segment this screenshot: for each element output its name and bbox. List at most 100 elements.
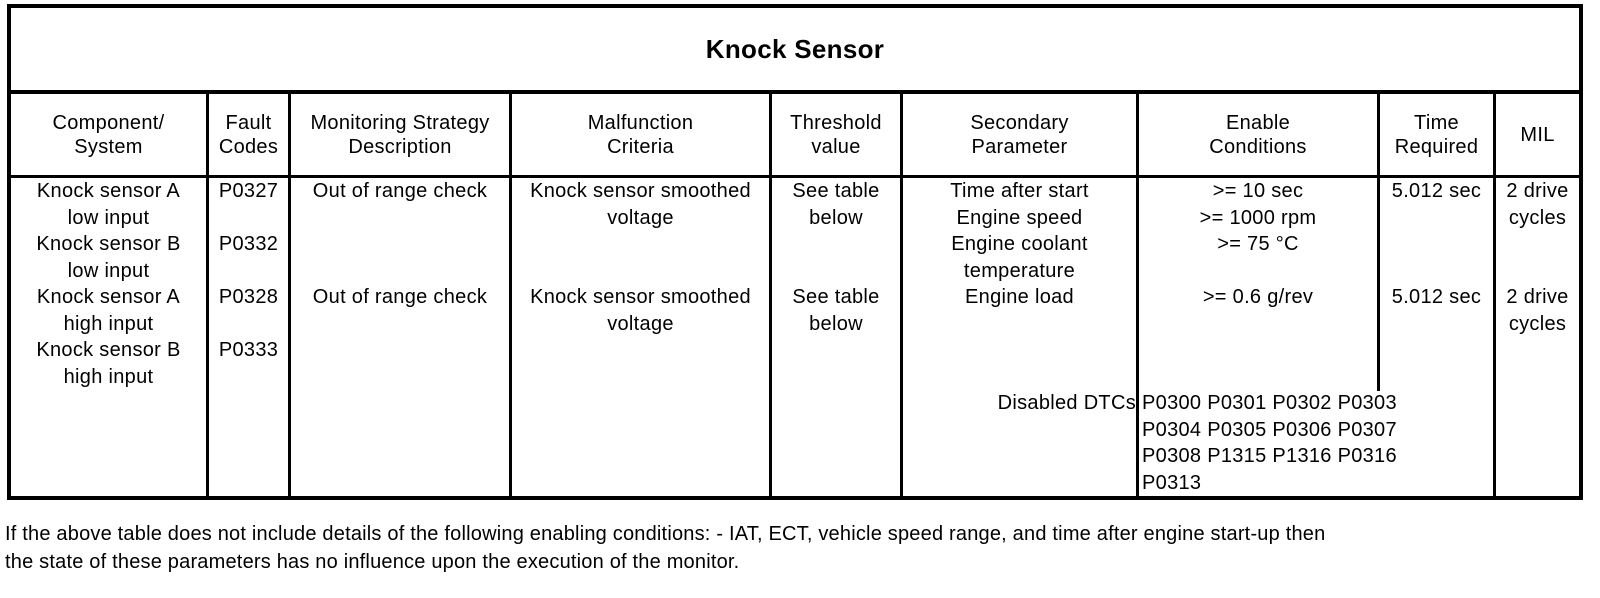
disabled-dtcs-label: Disabled DTCs xyxy=(997,392,1136,414)
column-divider-2 xyxy=(288,94,291,496)
header-line: Required xyxy=(1394,135,1479,158)
cell-line: Time after start xyxy=(950,180,1089,202)
table-title: Knock Sensor xyxy=(705,33,885,64)
cell-line: high input xyxy=(63,312,154,335)
cell-line xyxy=(903,364,1136,391)
cell-line: 5.012 sec xyxy=(1391,180,1482,202)
cell-line: voltage xyxy=(607,312,674,335)
dtc-line: P0313 xyxy=(1142,471,1202,494)
column-divider-8 xyxy=(1493,94,1496,496)
cell-line xyxy=(291,205,509,232)
column-time-required: 5.012 sec 5.012 sec xyxy=(1380,178,1493,311)
header-line: Time xyxy=(1414,111,1459,134)
header-line: value xyxy=(811,135,861,158)
cell-line xyxy=(209,258,288,285)
title-separator xyxy=(11,90,1579,94)
header-line: Secondary xyxy=(970,111,1069,134)
cell-line xyxy=(1139,258,1377,285)
header-fault-codes: Fault Codes xyxy=(209,94,288,175)
cell-line xyxy=(903,337,1136,364)
cell-line: low input xyxy=(67,259,150,282)
header-line: System xyxy=(74,135,143,158)
header-secondary-parameter: Secondary Parameter xyxy=(903,94,1136,175)
header-line: Monitoring Strategy xyxy=(310,111,490,134)
header-line: MIL xyxy=(1520,123,1555,146)
cell-line: P0328 xyxy=(218,286,279,308)
footer-note: If the above table does not include deta… xyxy=(5,520,1597,576)
cell-line: Engine speed xyxy=(956,206,1083,229)
dtc-line: P0308 P1315 P1316 P0316 xyxy=(1142,445,1397,467)
header-line: Parameter xyxy=(971,135,1068,158)
column-fault-codes: P0327 P0332 P0328 P0333 xyxy=(209,178,288,364)
column-component-system: Knock sensor A low input Knock sensor B … xyxy=(11,178,206,390)
footer-note-line1: If the above table does not include deta… xyxy=(5,523,1326,545)
cell-line: Knock sensor smoothed xyxy=(530,286,751,308)
header-line: Enable xyxy=(1225,111,1291,134)
cell-line: Knock sensor B xyxy=(36,233,181,255)
cell-line: cycles xyxy=(1508,206,1567,229)
dtc-line: P0304 P0305 P0306 P0307 xyxy=(1142,418,1397,441)
cell-line: temperature xyxy=(963,259,1076,282)
column-divider-5 xyxy=(900,94,903,496)
knock-sensor-table: Knock Sensor Component/ System Fault Cod… xyxy=(7,4,1583,500)
cell-line xyxy=(209,205,288,232)
cell-line xyxy=(1380,258,1493,285)
cell-line: >= 1000 rpm xyxy=(1199,206,1317,229)
dtc-line: P0300 P0301 P0302 P0303 xyxy=(1142,392,1397,414)
header-line: Criteria xyxy=(607,135,674,158)
header-line: Threshold xyxy=(790,111,882,134)
cell-line xyxy=(512,231,769,258)
header-threshold-value: Threshold value xyxy=(772,94,900,175)
header-line: Description xyxy=(348,135,452,158)
cell-line: >= 10 sec xyxy=(1212,180,1304,202)
cell-line: voltage xyxy=(607,206,674,229)
cell-line: Knock sensor smoothed xyxy=(530,180,751,202)
cell-line: See table xyxy=(792,180,880,202)
table-title-row: Knock Sensor xyxy=(11,8,1579,90)
cell-line: Engine load xyxy=(965,286,1074,308)
cell-line: low input xyxy=(67,206,150,229)
cell-line: 2 drive xyxy=(1506,180,1569,202)
column-divider-3 xyxy=(509,94,512,496)
column-divider-6 xyxy=(1136,94,1139,496)
cell-line xyxy=(1380,231,1493,258)
cell-line xyxy=(772,231,900,258)
cell-line: Out of range check xyxy=(312,286,488,308)
column-divider-1 xyxy=(206,94,209,496)
cell-line: 2 drive xyxy=(1506,286,1569,308)
column-secondary-parameter: Time after start Engine speed Engine coo… xyxy=(903,178,1136,417)
cell-line: >= 0.6 g/rev xyxy=(1202,286,1314,308)
header-line: Component/ xyxy=(52,111,165,134)
cell-line: 5.012 sec xyxy=(1391,286,1482,308)
cell-line: Knock sensor B xyxy=(36,339,181,361)
footer-note-line2: the state of these parameters has no inf… xyxy=(5,551,740,573)
cell-line: P0333 xyxy=(218,339,279,361)
cell-line: P0327 xyxy=(218,180,279,202)
header-line: Malfunction xyxy=(587,111,694,134)
header-separator xyxy=(11,175,1579,178)
header-enable-conditions: Enable Conditions xyxy=(1139,94,1377,175)
column-monitoring-strategy: Out of range check Out of range check xyxy=(291,178,509,311)
column-enable-conditions: >= 10 sec >= 1000 rpm >= 75 °C >= 0.6 g/… xyxy=(1139,178,1377,311)
cell-line xyxy=(209,311,288,338)
cell-line: P0332 xyxy=(218,233,279,255)
header-line: Codes xyxy=(218,135,279,158)
cell-line xyxy=(772,258,900,285)
cell-line xyxy=(291,258,509,285)
cell-line: cycles xyxy=(1508,312,1567,335)
disabled-dtcs-list: P0300 P0301 P0302 P0303 P0304 P0305 P030… xyxy=(1142,390,1504,496)
cell-line: Knock sensor A xyxy=(36,180,181,202)
cell-line: Out of range check xyxy=(312,180,488,202)
column-mil: 2 drive cycles 2 drive cycles xyxy=(1496,178,1579,337)
cell-line: See table xyxy=(792,286,880,308)
column-threshold-value: See table below See table below xyxy=(772,178,900,337)
cell-line: >= 75 °C xyxy=(1217,233,1299,255)
header-time-required: Time Required xyxy=(1380,94,1493,175)
header-malfunction-criteria: Malfunction Criteria xyxy=(512,94,769,175)
column-divider-7-partial xyxy=(1377,94,1380,391)
column-malfunction-criteria: Knock sensor smoothed voltage Knock sens… xyxy=(512,178,769,337)
header-line: Conditions xyxy=(1209,135,1307,158)
cell-line xyxy=(1380,205,1493,232)
cell-line: below xyxy=(809,312,863,335)
cell-line: Engine coolant xyxy=(951,233,1088,255)
